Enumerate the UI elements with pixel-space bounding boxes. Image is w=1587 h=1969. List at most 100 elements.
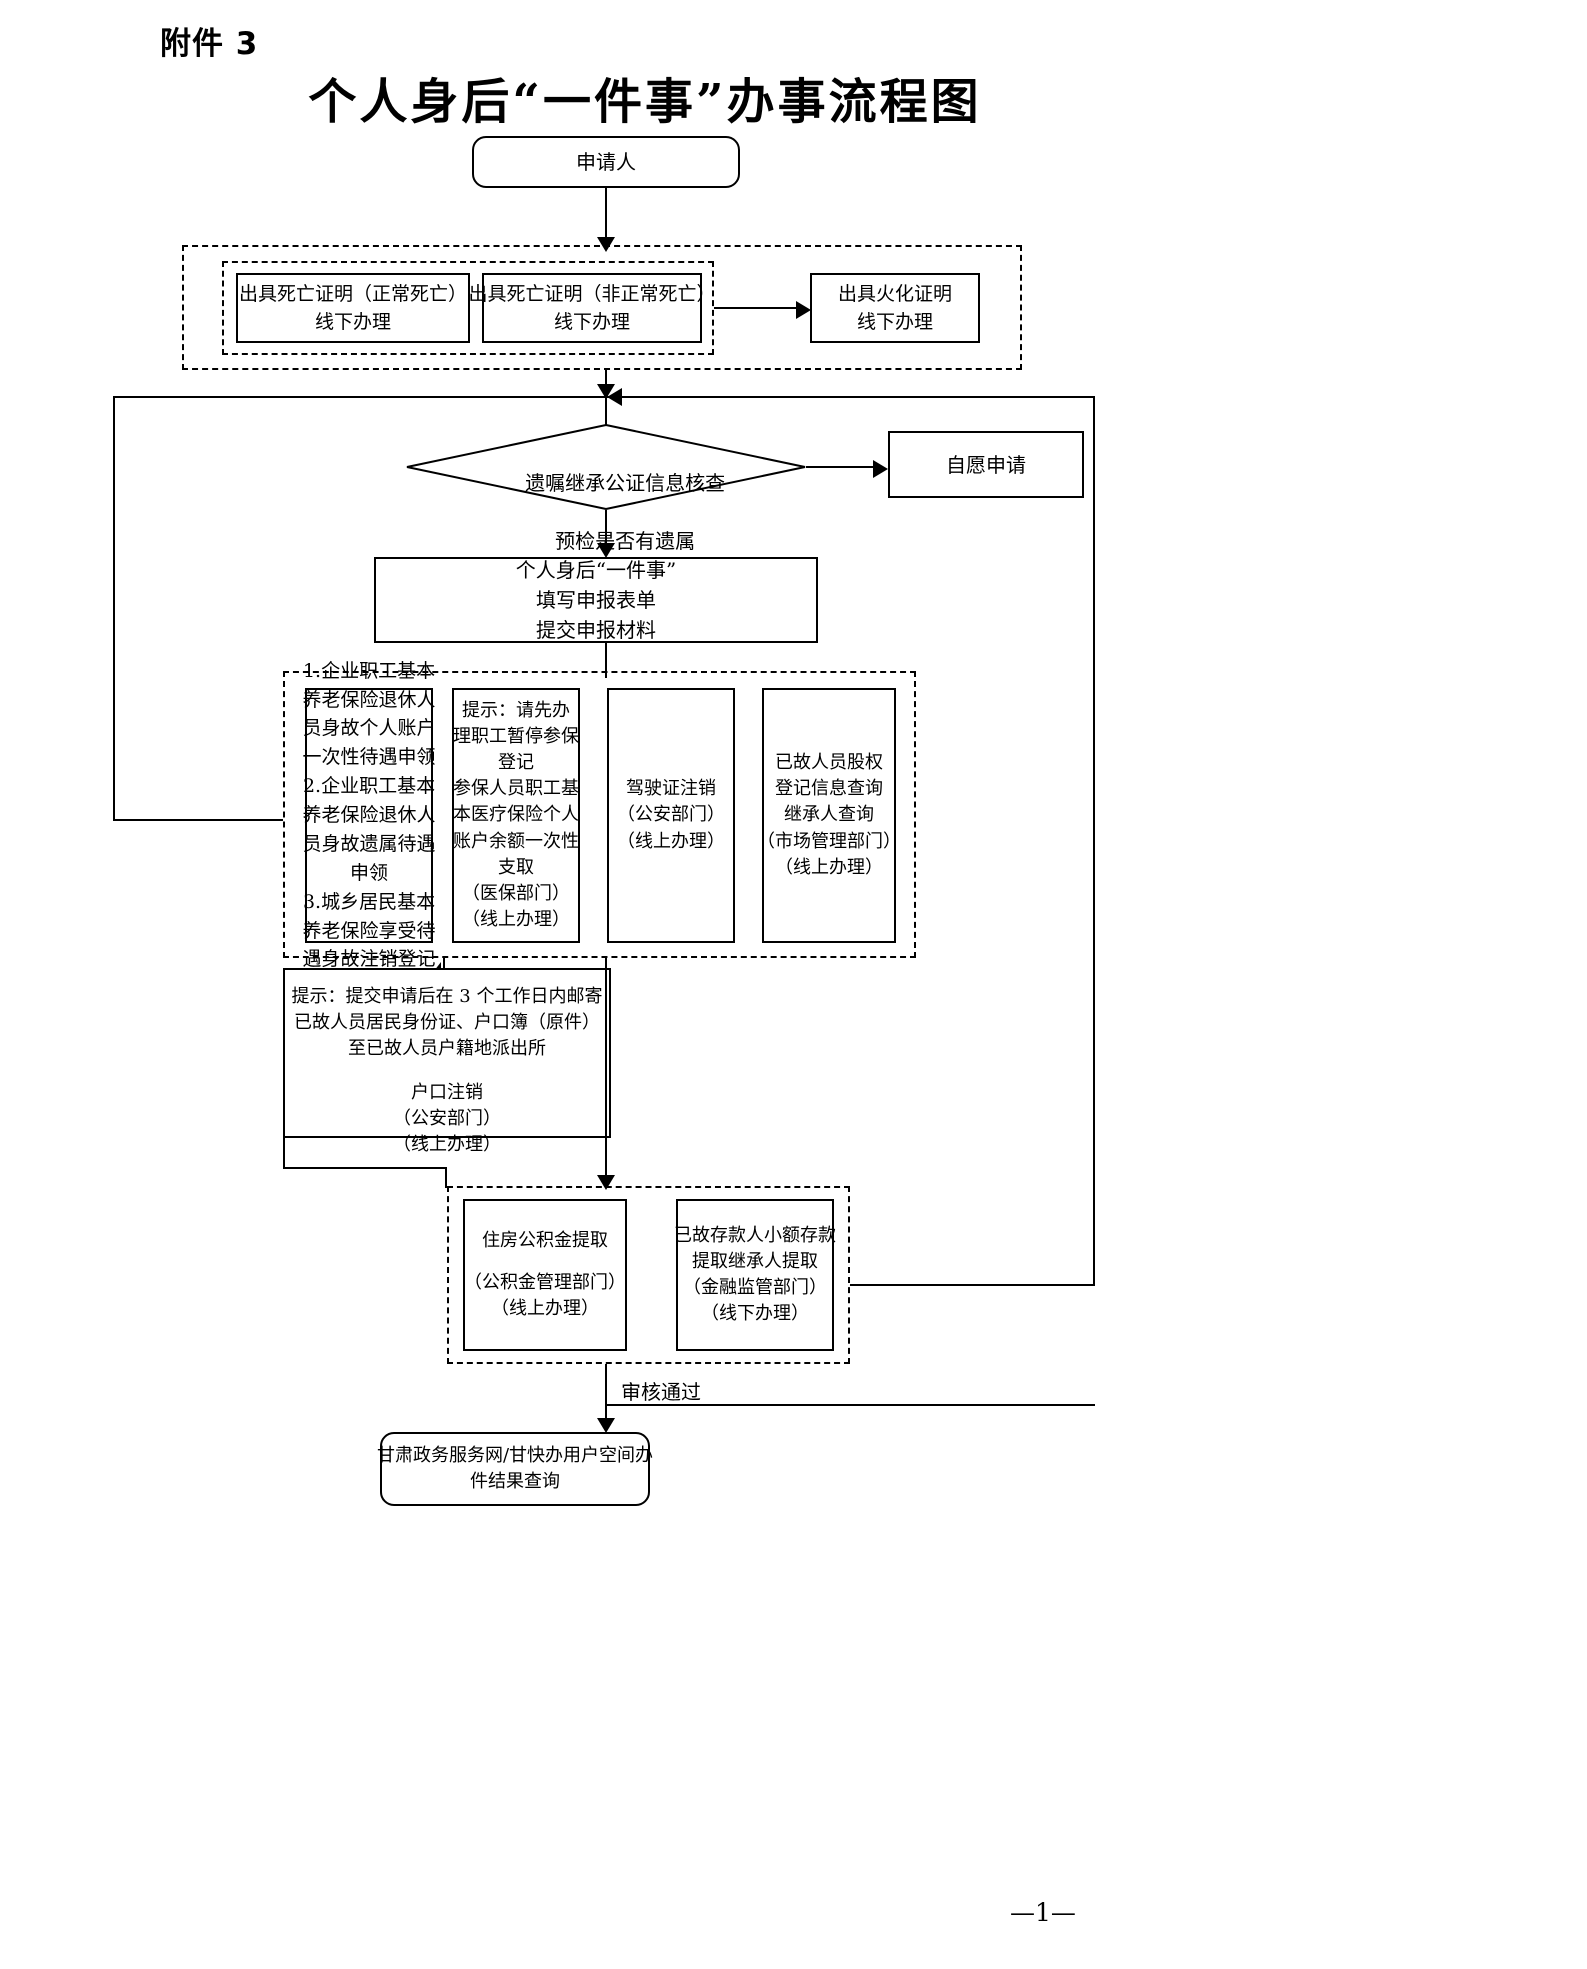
bus-right-bottom-horizontal	[850, 1284, 1095, 1286]
page-number: —1—	[1010, 1898, 1076, 1927]
connector-right-bus-to-result	[605, 1404, 1095, 1406]
equity-line-4: （市场管理部门）	[757, 830, 901, 852]
equity-line-5: （线上办理）	[775, 856, 883, 878]
equity-line-2: 登记信息查询	[775, 778, 883, 800]
decision-label-line1: 遗嘱继承公证信息核查	[525, 471, 726, 495]
connector-cert-to-cremation	[714, 307, 800, 309]
arrowhead-decision-to-form	[597, 543, 615, 558]
bus-left-bottom-horizontal	[113, 819, 283, 821]
arrowhead-cert-to-cremation	[796, 301, 811, 319]
node-pension-benefits[interactable]: 1.企业职工基本 养老保险退休人 员身故个人账户 一次性待遇申领 2.企业职工基…	[302, 660, 436, 971]
decision-label-line2: 预检是否有遗属	[555, 529, 696, 553]
medical-line-1: 提示：请先办	[462, 700, 570, 722]
node-decision-heir-check[interactable]: 遗嘱继承公证信息核查 预检是否有遗属	[406, 423, 806, 553]
household-line-3: 至已故人员户籍地派出所	[348, 1038, 546, 1060]
page-title: 个人身后“一件事”办事流程图	[308, 74, 982, 130]
housing-line-2: （公积金管理部门）	[464, 1271, 626, 1293]
decision-label-wrap: 遗嘱继承公证信息核查 预检是否有遗属	[406, 440, 806, 585]
node-cremation-cert-line2: 线下办理	[856, 311, 933, 333]
bus-right-vertical	[1093, 396, 1095, 1286]
result-line-2: 件结果查询	[470, 1471, 560, 1492]
connector-household-to-group	[445, 1167, 447, 1188]
node-one-thing-form[interactable]: 个人身后“一件事” 填写申报表单 提交申报材料	[374, 557, 818, 643]
housing-line-1: 住房公积金提取	[482, 1229, 608, 1251]
node-voluntary-application[interactable]: 自愿申请	[888, 431, 1084, 498]
node-death-cert-normal[interactable]: 出具死亡证明（正常死亡） 线下办理	[236, 273, 470, 343]
housing-line-3: （线上办理）	[491, 1298, 599, 1320]
edge-label-review-passed: 审核通过	[618, 1376, 704, 1405]
node-one-thing-form-line3: 提交申报材料	[536, 618, 656, 642]
connector-form-to-services	[605, 643, 607, 678]
attachment-label: 附件 3	[160, 26, 259, 62]
medical-line-9: （线上办理）	[462, 908, 570, 930]
housing-spacer	[542, 1254, 548, 1270]
node-death-cert-normal-line1: 出具死亡证明（正常死亡）	[239, 282, 468, 305]
node-death-cert-abnormal-line2: 线下办理	[553, 311, 630, 333]
household-line-4: 户口注销	[411, 1082, 483, 1104]
page-title-wrap: 个人身后“一件事”办事流程图	[0, 62, 1290, 132]
pension-line-6: 养老保险退休人	[302, 804, 436, 827]
bus-left-vertical	[113, 396, 115, 821]
equity-line-1: 已故人员股权	[775, 752, 883, 774]
node-cremation-cert-line1: 出具火化证明	[837, 282, 952, 305]
node-result-query[interactable]: 甘肃政务服务网/甘快办用户空间办 件结果查询	[376, 1432, 654, 1506]
connector-services-to-household	[443, 958, 445, 972]
household-line-6: （线上办理）	[393, 1134, 501, 1156]
deposit-line-4: （线下办理）	[701, 1303, 809, 1325]
connector-household-down	[283, 1138, 285, 1169]
node-one-thing-form-line2: 填写申报表单	[536, 588, 656, 612]
medical-line-5: 本医疗保险个人	[453, 804, 579, 826]
pension-line-3: 员身故个人账户	[302, 717, 436, 740]
household-spacer	[444, 1062, 450, 1080]
node-death-cert-abnormal[interactable]: 出具死亡证明（非正常死亡） 线下办理	[469, 273, 716, 343]
pension-line-2: 养老保险退休人	[302, 688, 436, 711]
medical-line-6: 账户余额一次性	[453, 830, 579, 852]
group-certificates-outer	[182, 245, 1022, 370]
medical-line-4: 参保人员职工基	[453, 778, 579, 800]
node-equity-registration-query[interactable]: 已故人员股权 登记信息查询 继承人查询 （市场管理部门） （线上办理）	[757, 688, 901, 943]
pension-line-5: 2.企业职工基本	[302, 775, 436, 798]
node-driver-license-cancel[interactable]: 驾驶证注销 （公安部门） （线上办理）	[607, 688, 735, 943]
arrowhead-bus-left	[607, 388, 622, 406]
node-applicant[interactable]: 申请人	[472, 136, 740, 188]
result-line-1: 甘肃政务服务网/甘快办用户空间办	[376, 1444, 654, 1466]
pension-line-1: 1.企业职工基本	[302, 659, 436, 682]
node-housing-fund-withdrawal[interactable]: 住房公积金提取 （公积金管理部门） （线上办理）	[463, 1199, 627, 1351]
node-applicant-label: 申请人	[576, 150, 636, 174]
connector-decision-to-form	[605, 510, 607, 554]
pension-line-11: 遇身故注销登记	[302, 948, 436, 971]
arrowhead-decision-to-voluntary	[873, 460, 888, 478]
connector-fund-to-result	[605, 1364, 607, 1426]
medical-line-2: 理职工暂停参保	[453, 726, 579, 748]
deposit-line-3: （金融监管部门）	[683, 1277, 827, 1298]
pension-line-7: 员身故遗属待遇	[302, 832, 436, 855]
pension-line-4: 一次性待遇申领	[302, 746, 436, 769]
node-death-cert-normal-line2: 线下办理	[314, 311, 391, 333]
household-line-1: 提示：提交申请后在 3 个工作日内邮寄	[291, 986, 603, 1007]
connector-applicant-to-certs	[605, 188, 607, 240]
driver-line-1: 驾驶证注销	[626, 778, 716, 800]
pension-line-10: 养老保险享受待	[302, 919, 436, 942]
connector-bus-to-decision	[605, 396, 607, 428]
medical-line-7: 支取	[498, 856, 534, 878]
group-services	[283, 671, 916, 958]
pension-line-8: 申领	[349, 861, 388, 884]
deposit-line-1: 已故存款人小额存款	[674, 1224, 836, 1246]
household-line-2: 已故人员居民身份证、户口簿（原件）	[294, 1012, 600, 1034]
node-death-cert-abnormal-line1: 出具死亡证明（非正常死亡）	[468, 282, 716, 305]
node-one-thing-form-line1: 个人身后“一件事”	[515, 558, 677, 582]
medical-line-3: 登记	[498, 752, 534, 774]
driver-line-3: （线上办理）	[617, 830, 725, 852]
decision-diamond-shape	[406, 423, 806, 511]
node-medical-insurance[interactable]: 提示：请先办 理职工暂停参保 登记 参保人员职工基 本医疗保险个人 账户余额一次…	[452, 688, 580, 943]
node-household-cancellation[interactable]: 提示：提交申请后在 3 个工作日内邮寄 已故人员居民身份证、户口簿（原件） 至已…	[283, 968, 611, 1155]
arrowhead-applicant-to-certs	[597, 237, 615, 252]
deposit-line-2: 提取继承人提取	[692, 1250, 818, 1272]
group-fund-deposit	[447, 1186, 850, 1364]
household-line-5: （公安部门）	[393, 1108, 501, 1130]
connector-decision-to-voluntary	[806, 466, 878, 468]
node-small-deposit-withdrawal[interactable]: 已故存款人小额存款 提取继承人提取 （金融监管部门） （线下办理）	[674, 1199, 836, 1351]
node-cremation-cert[interactable]: 出具火化证明 线下办理	[810, 273, 980, 343]
connector-services-to-fund	[605, 958, 607, 1186]
